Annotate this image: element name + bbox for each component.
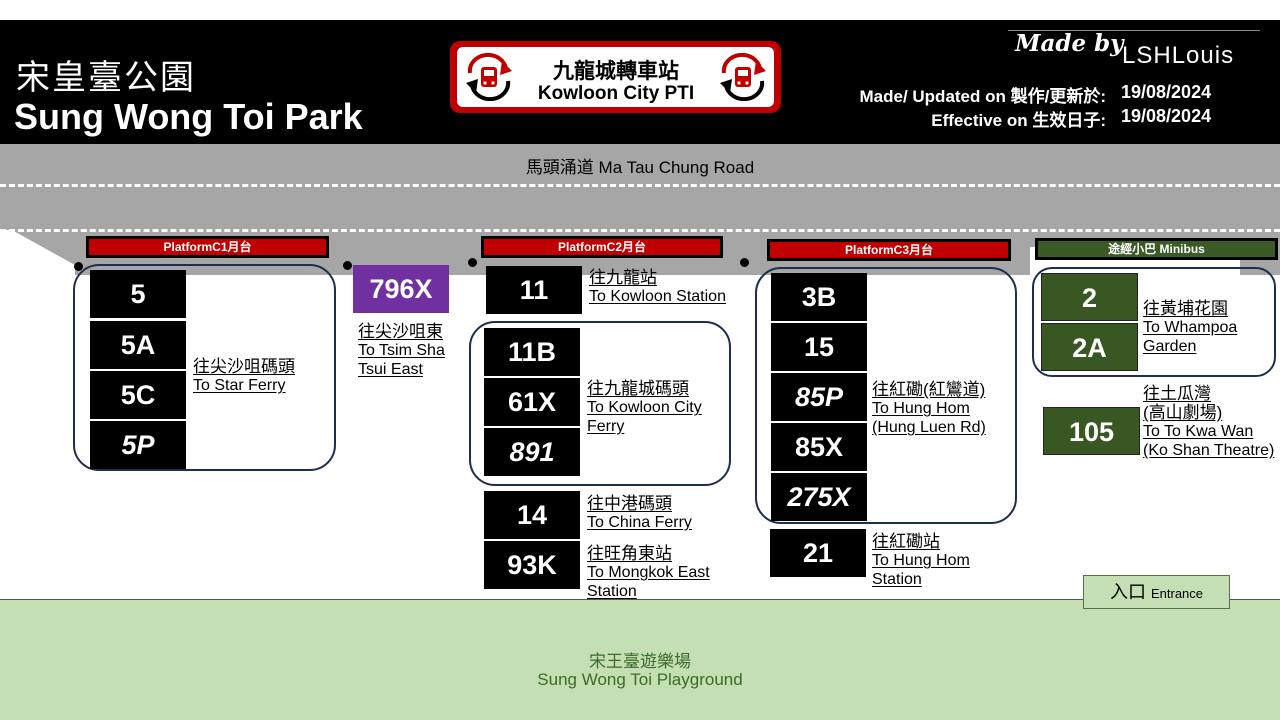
route-group-whampoa (1032, 267, 1276, 377)
destination-zh: 往中港碼頭 (587, 494, 672, 513)
destination-label: 往中港碼頭 To China Ferry (587, 494, 692, 532)
destination-label: 往土瓜灣 (高山劇場) To To Kwa Wan (Ko Shan Theat… (1143, 384, 1274, 460)
bus-interchange-icon (720, 53, 766, 101)
platform-c3-label: PlatformC3月台 (767, 239, 1011, 261)
route-tile[interactable]: 2A (1041, 323, 1138, 371)
minibus-label: 途經小巴 Minibus (1035, 238, 1278, 260)
pti-name-zh: 九龍城轉車站 (553, 60, 679, 83)
destination-en: To China Ferry (587, 514, 692, 531)
route-tile[interactable]: 11B (484, 328, 580, 376)
destination-label: 往尖沙咀東 To Tsim Sha Tsui East (358, 322, 445, 379)
pti-badge-inner (457, 47, 774, 107)
entrance-en: Entrance (1150, 586, 1204, 601)
stop-title-en: Sung Wong Toi Park (14, 96, 363, 137)
destination-en: Garden (1143, 338, 1197, 355)
route-tile[interactable]: 61X (484, 378, 580, 426)
platform-c1-label: PlatformC1月台 (86, 236, 329, 258)
entrance-zh: 入口 (1109, 582, 1146, 602)
destination-label: 往紅磡(紅鸞道) To Hung Hom (Hung Luen Rd) (872, 380, 986, 437)
stop-title-zh: 宋皇臺公園 (16, 59, 196, 97)
effective-date: 19/08/2024 (1121, 106, 1212, 126)
destination-label: 往九龍站 To Kowloon Station (589, 268, 726, 306)
destination-en: (Hung Luen Rd) (872, 419, 986, 436)
destination-en: To Whampoa (1143, 319, 1238, 336)
effective-label: Effective on 生效日子: (931, 111, 1106, 130)
entrance-sign: 入口 Entrance (1083, 575, 1230, 609)
destination-zh: 往尖沙咀碼頭 (193, 357, 295, 376)
destination-en: Tsui East (358, 361, 423, 378)
destination-en: To Mongkok East (587, 564, 710, 581)
destination-label: 往黃埔花園 To Whampoa Garden (1143, 299, 1237, 356)
made-by-label: Made by (1015, 30, 1124, 57)
destination-label: 往九龍城碼頭 To Kowloon City Ferry (587, 379, 702, 436)
destination-en: Station (872, 571, 922, 588)
lane-marking (0, 184, 1280, 187)
route-tile[interactable]: 5P (90, 421, 186, 469)
route-group-star-ferry (73, 264, 336, 471)
destination-en: Ferry (587, 418, 625, 435)
destination-en: To Hung Hom (872, 400, 970, 417)
destination-en: To Kowloon City (587, 399, 702, 416)
route-tile[interactable]: 2 (1041, 273, 1138, 321)
destination-label: 往旺角東站 To Mongkok East Station (587, 544, 710, 601)
destination-en: (Ko Shan Theatre) (1143, 442, 1275, 459)
route-tile[interactable]: 85X (771, 423, 867, 471)
route-tile[interactable]: 5C (90, 371, 186, 419)
destination-en: To Tsim Sha (358, 342, 445, 359)
destination-zh: 往紅磡站 (872, 532, 940, 551)
stop-marker (468, 258, 477, 267)
destination-en: To Kowloon Station (589, 288, 726, 305)
route-tile[interactable]: 15 (771, 323, 867, 371)
destination-zh: 往紅磡(紅鸞道) (872, 380, 986, 399)
playground-name-zh: 宋王臺遊樂場 (589, 652, 691, 671)
route-group-kowloon-city-ferry (469, 321, 731, 486)
destination-zh: (高山劇場) (1143, 403, 1223, 422)
route-tile[interactable]: 93K (484, 541, 580, 589)
route-tile[interactable]: 796X (353, 265, 449, 313)
destination-label: 往紅磡站 To Hung Hom Station (872, 532, 970, 589)
updated-date: 19/08/2024 (1121, 82, 1212, 102)
route-tile[interactable]: 5 (90, 270, 186, 318)
stop-marker (74, 262, 83, 271)
destination-label: 往尖沙咀碼頭 To Star Ferry (193, 357, 295, 395)
platform-c2-label: PlatformC2月台 (481, 236, 723, 258)
destination-en: To To Kwa Wan (1143, 423, 1254, 440)
route-tile[interactable]: 891 (484, 428, 580, 476)
lane-marking (0, 229, 1280, 232)
divider (1008, 30, 1260, 31)
updated-label: Made/ Updated on 製作/更新於: (859, 87, 1107, 106)
road-name: 馬頭涌道 Ma Tau Chung Road (525, 158, 755, 177)
route-tile[interactable]: 275X (771, 473, 867, 521)
destination-en: To Star Ferry (193, 377, 286, 394)
pti-name-en: Kowloon City PTI (537, 83, 695, 104)
playground-area (0, 599, 1280, 720)
destination-zh: 往九龍城碼頭 (587, 379, 689, 398)
route-tile[interactable]: 85P (771, 373, 867, 421)
author-name: LSHLouis (1122, 42, 1235, 69)
destination-zh: 往尖沙咀東 (358, 322, 443, 341)
route-tile[interactable]: 21 (770, 529, 866, 577)
route-group-hung-hom (755, 267, 1017, 524)
route-tile[interactable]: 11 (486, 266, 582, 314)
destination-zh: 往土瓜灣 (1143, 384, 1211, 403)
destination-en: To Hung Hom (872, 552, 970, 569)
destination-en: Station (587, 583, 637, 600)
playground-name-en: Sung Wong Toi Playground (537, 670, 743, 689)
destination-zh: 往九龍站 (589, 268, 657, 287)
stop-marker (343, 261, 352, 270)
route-tile[interactable]: 5A (90, 321, 186, 369)
stop-marker (740, 258, 749, 267)
road (0, 144, 1280, 230)
route-tile[interactable]: 3B (771, 273, 867, 321)
route-tile[interactable]: 14 (484, 491, 580, 539)
destination-zh: 往黃埔花園 (1143, 299, 1228, 318)
bus-interchange-icon (466, 53, 512, 101)
destination-zh: 往旺角東站 (587, 544, 672, 563)
route-tile[interactable]: 105 (1043, 407, 1140, 455)
